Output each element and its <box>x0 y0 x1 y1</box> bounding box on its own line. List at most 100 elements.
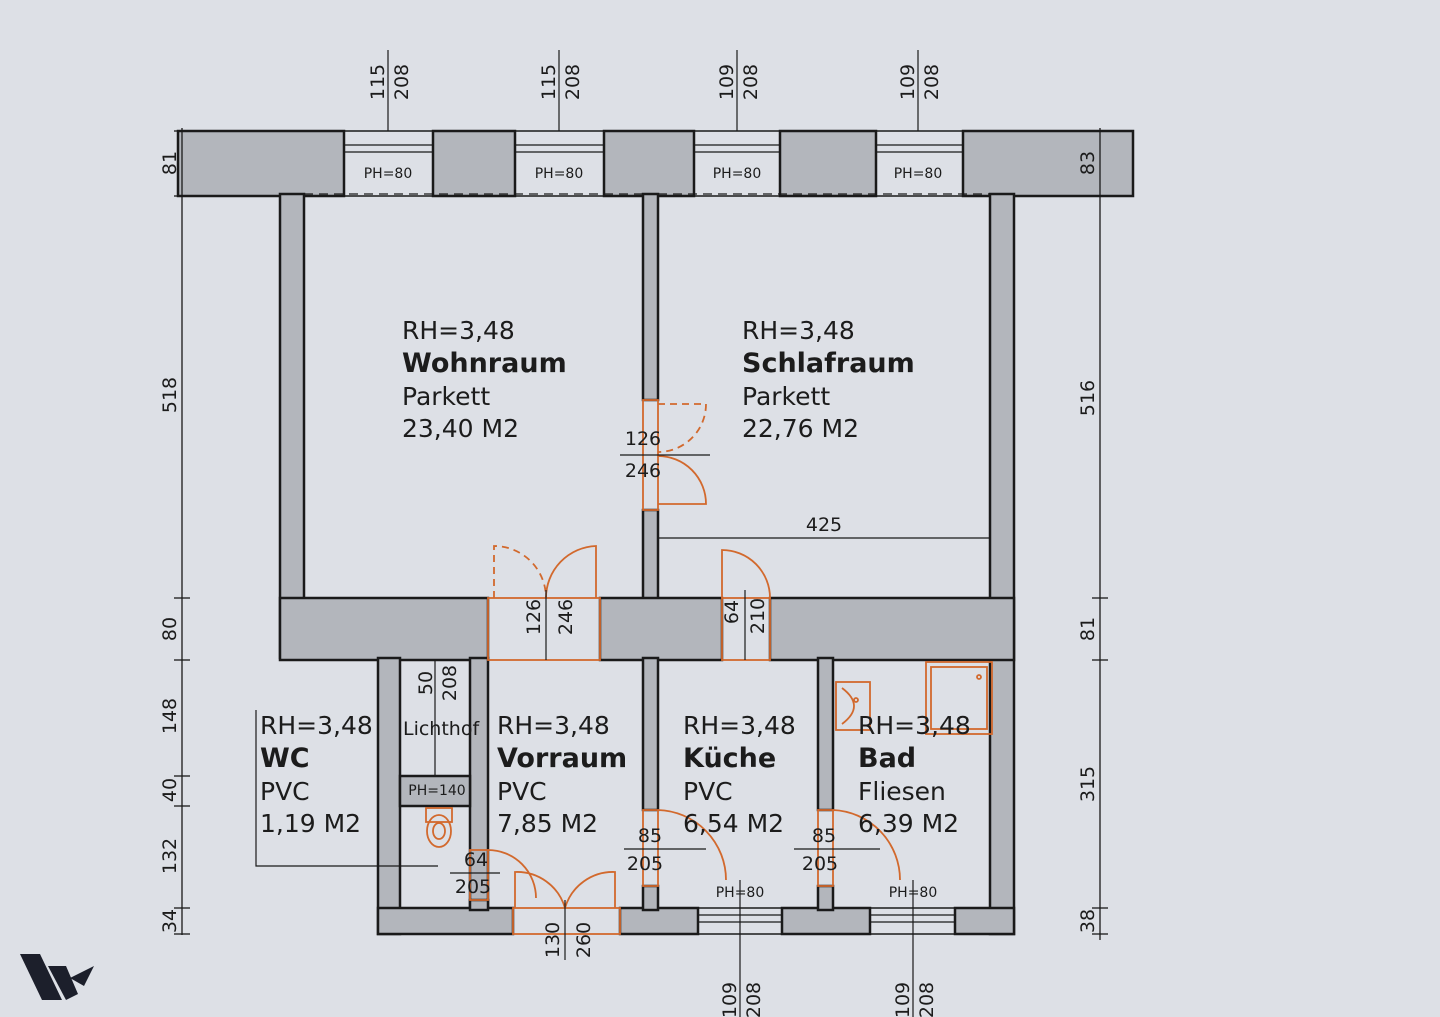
kueche-area: 6,54 M2 <box>683 809 784 838</box>
bottom-wall-1 <box>618 906 700 936</box>
dim-right-4: 315 <box>1077 766 1099 802</box>
bad-name: Bad <box>858 743 916 774</box>
window-6: PH=80 109 208 <box>869 880 956 1017</box>
dim-right-5: 38 <box>1077 909 1099 933</box>
lichthof-name: Lichthof <box>403 718 480 740</box>
dim-right-1: 83 <box>1077 151 1099 175</box>
door-wohn-vorraum-height: 246 <box>555 599 577 635</box>
wohnraum-name: Wohnraum <box>402 348 567 379</box>
schlafraum-area: 22,76 M2 <box>742 414 859 443</box>
wc-floor: PVC <box>260 777 310 806</box>
wohnraum-area: 23,40 M2 <box>402 414 519 443</box>
door-wc-width: 64 <box>464 849 488 871</box>
room-bad: RH=3,48 Bad Fliesen 6,39 M2 <box>858 711 971 838</box>
bottom-stub-bad <box>816 884 835 912</box>
bad-area: 6,39 M2 <box>858 809 959 838</box>
door-entrance: 130 260 <box>512 871 621 960</box>
dim-left-1: 81 <box>159 151 181 175</box>
door-kueche-width: 85 <box>638 825 662 847</box>
window-2-height: 208 <box>562 64 584 100</box>
window-5: PH=80 109 208 <box>697 880 783 1017</box>
middle-wall-center <box>598 596 724 662</box>
vorraum-floor: PVC <box>497 777 547 806</box>
toilet-icon <box>425 807 453 848</box>
right-outer-wall <box>988 192 1016 936</box>
door-wc: 64 205 <box>450 849 537 901</box>
window-4-width: 109 <box>897 64 919 100</box>
windows: PH=80 115 208 PH=80 115 208 PH=80 109 20… <box>343 50 964 1017</box>
window-6-height: 208 <box>916 982 938 1017</box>
room-wc: RH=3,48 WC PVC 1,19 M2 <box>260 711 373 838</box>
wc-name: WC <box>260 743 310 774</box>
wc-height: RH=3,48 <box>260 711 373 740</box>
top-wall-pier-2 <box>431 129 517 198</box>
washbasin-icon <box>835 681 871 731</box>
schlafraum-name: Schlafraum <box>742 348 915 379</box>
door-entrance-height: 260 <box>573 922 595 958</box>
dim-right-3: 81 <box>1077 617 1099 641</box>
lichthof-window-parapet: PH=140 <box>408 783 465 799</box>
kueche-name: Küche <box>683 743 776 774</box>
window-6-width: 109 <box>892 982 914 1017</box>
shower-tray-icon <box>925 661 993 735</box>
bad-floor: Fliesen <box>858 777 946 806</box>
bottom-stub-kueche <box>641 884 660 912</box>
lichthof-window: 50 208 PH=140 <box>399 659 471 799</box>
window-5-height: 208 <box>743 982 765 1017</box>
door-vorraum-kueche-width: 64 <box>721 600 743 624</box>
dim-left-5: 40 <box>159 778 181 802</box>
wohnraum-height: RH=3,48 <box>402 316 515 345</box>
door-bad: 85 205 <box>794 809 901 887</box>
window-2-parapet: PH=80 <box>535 166 584 182</box>
lichthof-window-height: 208 <box>439 665 461 701</box>
partition-kueche-bad <box>816 656 835 812</box>
door-entrance-width: 130 <box>542 922 564 958</box>
bottom-wall-2 <box>780 906 872 936</box>
wohnraum-floor: Parkett <box>402 382 490 411</box>
schlafraum-height: RH=3,48 <box>742 316 855 345</box>
door-vorraum-kueche-height: 210 <box>747 598 769 634</box>
dim-left-2: 518 <box>159 377 181 413</box>
room-vorraum: RH=3,48 Vorraum PVC 7,85 M2 <box>497 711 627 838</box>
walls <box>176 129 1135 936</box>
dim-left-4: 148 <box>159 698 181 734</box>
middle-wall-right <box>768 596 1016 662</box>
door-wohn-schlaf: 126 246 <box>620 399 710 511</box>
door-wohn-schlaf-width: 126 <box>625 428 661 450</box>
window-3-width: 109 <box>716 64 738 100</box>
vorraum-height: RH=3,48 <box>497 711 610 740</box>
middle-wall-left <box>278 596 490 662</box>
window-3-height: 208 <box>740 64 762 100</box>
room-wohnraum: RH=3,48 Wohnraum Parkett 23,40 M2 <box>402 316 567 443</box>
wc-left-wall <box>376 656 402 936</box>
schlafraum-floor: Parkett <box>742 382 830 411</box>
window-5-width: 109 <box>719 982 741 1017</box>
partition-wohn-schlaf-lower <box>641 508 660 604</box>
dim-left-7: 34 <box>159 909 181 933</box>
lichthof-window-width: 50 <box>415 671 437 695</box>
window-2: PH=80 115 208 <box>514 50 605 197</box>
window-1-width: 115 <box>367 64 389 100</box>
window-4-height: 208 <box>921 64 943 100</box>
top-wall-pier-4 <box>778 129 878 198</box>
room-schlafraum: RH=3,48 Schlafraum Parkett 22,76 M2 <box>742 316 915 443</box>
top-wall-pier-3 <box>602 129 696 198</box>
window-3-parapet: PH=80 <box>713 166 762 182</box>
wc-bottom-wall <box>376 906 515 936</box>
bottom-stub-wc <box>468 898 490 912</box>
doors: 126 246 126 246 64 210 64 205 <box>450 399 901 960</box>
dim-schlafraum-width: 425 <box>806 514 842 536</box>
window-4-parapet: PH=80 <box>894 166 943 182</box>
window-3: PH=80 109 208 <box>693 50 781 197</box>
wc-area: 1,19 M2 <box>260 809 361 838</box>
window-1-height: 208 <box>391 64 413 100</box>
door-wohn-vorraum-width: 126 <box>523 599 545 635</box>
door-bad-width: 85 <box>812 825 836 847</box>
door-wc-height: 205 <box>455 876 491 898</box>
door-wohn-schlaf-height: 246 <box>625 460 661 482</box>
window-4: PH=80 109 208 <box>875 50 964 197</box>
vorraum-name: Vorraum <box>497 743 627 774</box>
top-wall-pier-1 <box>176 129 346 198</box>
door-kueche: 85 205 <box>624 809 727 887</box>
